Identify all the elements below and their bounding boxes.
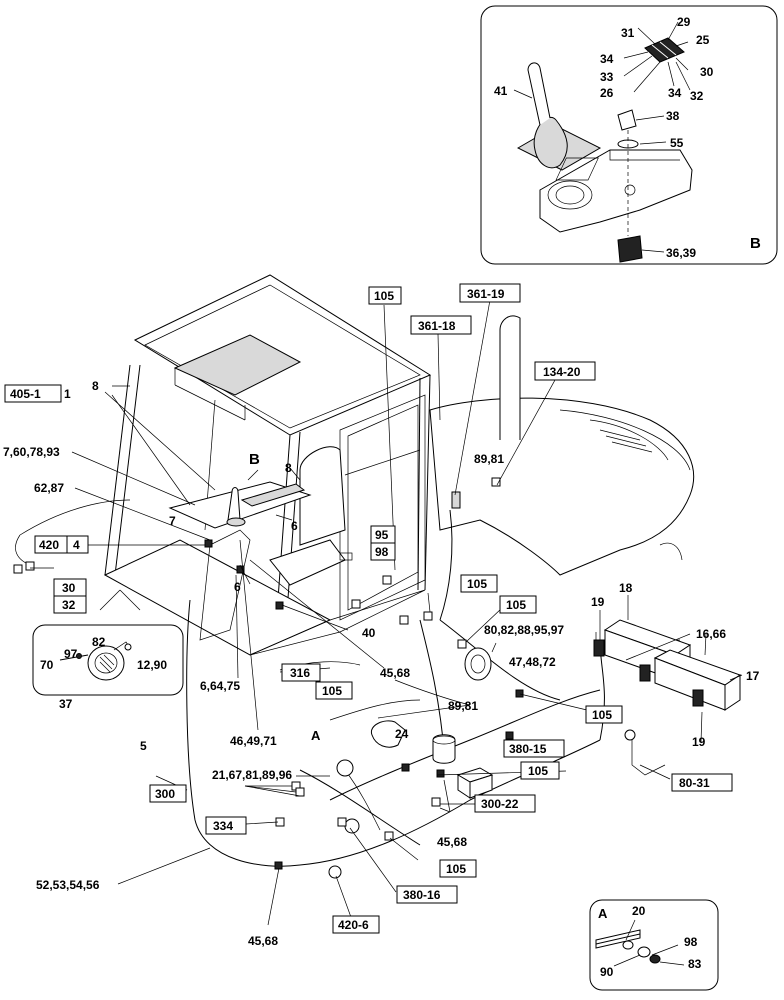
horn-label-2: 70: [40, 658, 54, 672]
plain-callout-9: 89,81: [474, 452, 504, 466]
boxed-callout-24: 80-31: [679, 776, 710, 790]
plain-callout-19: 19: [692, 735, 706, 749]
plain-callout-11: 6,64,75: [200, 679, 240, 693]
horn-label-1: 97: [64, 647, 78, 661]
plain-callout-10: 40: [362, 626, 376, 640]
detail-b-letter: B: [750, 235, 761, 252]
boxed-callout-6: 4: [73, 538, 80, 552]
detail-b-label-7: 34: [668, 86, 682, 100]
detail-a-label-2: 90: [600, 965, 614, 979]
plain-callout-7: 6: [291, 519, 298, 533]
detail-b-label-11: 55: [670, 136, 684, 150]
detail-b-label-4: 30: [700, 65, 714, 79]
plain-callout-6: 8: [285, 461, 292, 475]
plain-callout-12: 46,49,71: [230, 734, 277, 748]
plain-callout-27: 52,53,54,56: [36, 878, 100, 892]
plain-callout-28: 45,68: [248, 934, 278, 948]
plain-callout-4: 7: [169, 514, 176, 528]
plain-callout-23: A: [311, 728, 321, 743]
boxed-callout-8: 32: [62, 598, 76, 612]
boxed-callout-1: 361-19: [467, 287, 505, 301]
boxed-callout-12: 105: [506, 598, 526, 612]
detail-a-label-1: 98: [684, 935, 698, 949]
boxed-callout-18: 300-22: [481, 797, 519, 811]
plain-callout-3: 62,87: [34, 481, 64, 495]
boxed-callout-13: 316: [290, 666, 310, 680]
boxed-callout-9: 95: [375, 528, 389, 542]
plain-callout-25: 21,67,81,89,96: [212, 768, 292, 782]
detail-b-label-5: 33: [600, 70, 614, 84]
detail-b-label-12: 36,39: [666, 246, 696, 260]
boxed-callout-16: 380-15: [509, 742, 547, 756]
plain-callout-16: 18: [619, 581, 633, 595]
boxed-callout-10: 98: [375, 545, 389, 559]
boxed-callout-21: 105: [446, 862, 466, 876]
plain-callout-24: 24: [395, 727, 409, 741]
detail-a-label-0: 20: [632, 904, 646, 918]
engine-hood: [429, 315, 695, 576]
boxed-callout-2: 361-18: [418, 319, 456, 333]
horn-label-4: 37: [59, 697, 73, 711]
plain-callout-13: 45,68: [380, 666, 410, 680]
boxed-callout-5: 420: [39, 538, 59, 552]
electrical-modules: [13, 477, 742, 879]
plain-callout-26: 45,68: [437, 835, 467, 849]
plain-callout-2: 7,60,78,93: [3, 445, 60, 459]
detail-b-label-6: 26: [600, 86, 614, 100]
plain-callout-21: 47,48,72: [509, 655, 556, 669]
plain-callout-18: 17: [746, 669, 760, 683]
plain-callout-20: 80,82,88,95,97: [484, 623, 564, 637]
boxed-callout-19: 300: [155, 787, 175, 801]
plain-callout-1: 8: [92, 379, 99, 393]
detail-b-panel: [480, 5, 778, 265]
cab-assembly: [103, 274, 432, 656]
boxed-callout-22: 380-16: [403, 888, 441, 902]
detail-a-letter: A: [598, 906, 608, 921]
detail-b-label-1: 31: [621, 26, 635, 40]
boxed-callout-15: 105: [592, 708, 612, 722]
plain-callout-14: 5: [140, 739, 147, 753]
detail-a-panel: [589, 899, 719, 991]
plain-callout-8: 6: [234, 580, 241, 594]
detail-b-label-3: 34: [600, 52, 614, 66]
boxed-callout-7: 30: [62, 581, 76, 595]
detail-a-label-3: 83: [688, 957, 702, 971]
boxed-callout-17: 105: [528, 764, 548, 778]
horn-label-0: 82: [92, 635, 106, 649]
horn-label-3: 12,90: [137, 658, 167, 672]
plain-callout-22: 89,81: [448, 699, 478, 713]
plain-callout-15: 19: [591, 595, 605, 609]
boxed-callout-23: 420-6: [338, 918, 369, 932]
plain-callout-17: 16,66: [696, 627, 726, 641]
detail-b-label-9: 41: [494, 84, 508, 98]
plain-callout-0: 1: [64, 387, 71, 401]
boxed-callouts: [4, 283, 733, 934]
boxed-callout-20: 334: [213, 819, 233, 833]
horn-detail-panel: [32, 589, 184, 696]
boxed-callout-14: 105: [322, 684, 342, 698]
detail-b-label-2: 25: [696, 33, 710, 47]
boxed-callout-0: 105: [374, 289, 394, 303]
plain-callout-5: B: [249, 451, 260, 468]
detail-b-label-10: 38: [666, 109, 680, 123]
detail-b-label-0: 29: [677, 15, 691, 29]
boxed-callout-11: 105: [467, 577, 487, 591]
detail-b-label-8: 32: [690, 89, 704, 103]
boxed-callout-3: 134-20: [543, 365, 581, 379]
boxed-callout-4: 405-1: [10, 387, 41, 401]
